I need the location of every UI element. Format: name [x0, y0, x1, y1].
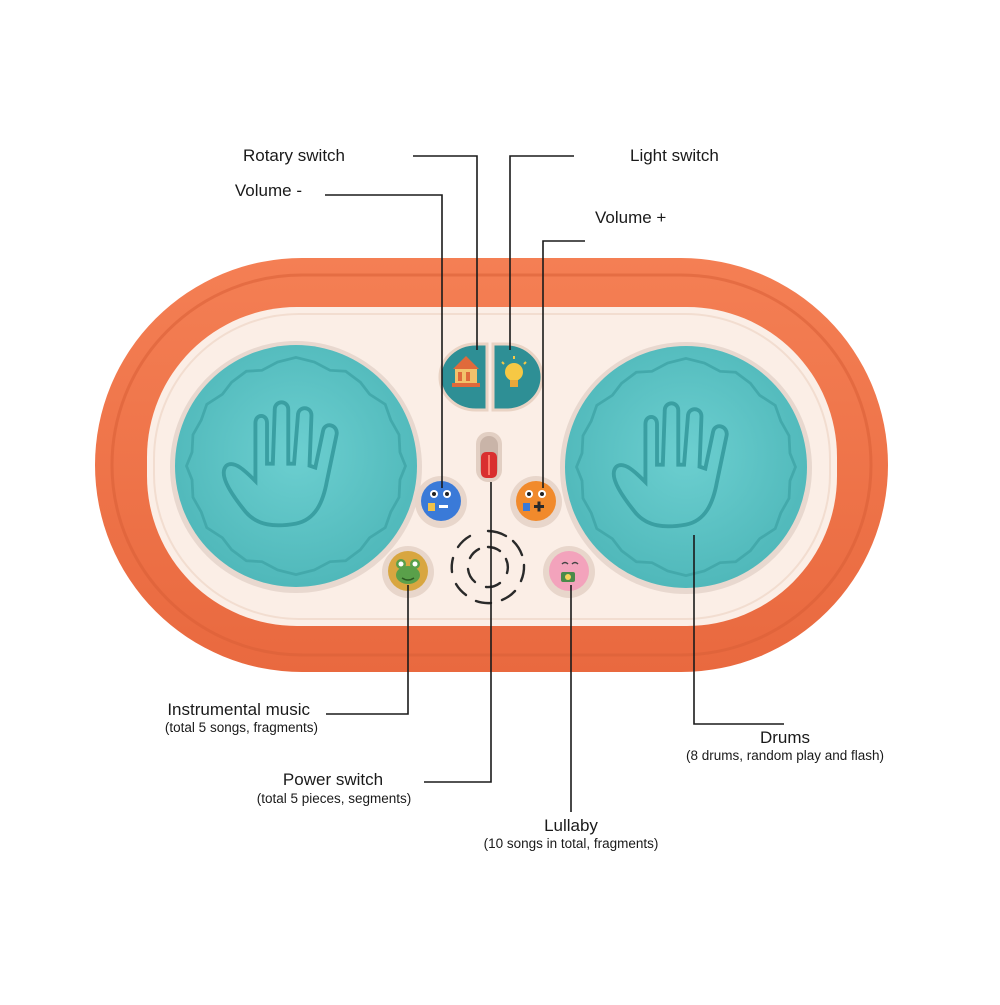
leader-lines: [325, 155, 784, 812]
leader-volume-minus: [325, 194, 443, 488]
frog-icon: [396, 559, 420, 584]
label-rotary-switch: Rotary switch: [242, 146, 345, 165]
leader-light-switch: [509, 155, 574, 350]
label-instrumental-music: Instrumental music: [167, 700, 310, 719]
volume-up-face-icon: [523, 490, 546, 512]
label-power-switch-detail: (total 5 pieces, segments): [256, 791, 412, 806]
volume-down-face-icon: [428, 490, 451, 511]
volume-plus-button[interactable]: [510, 476, 562, 528]
label-volume-plus: Volume +: [595, 208, 667, 227]
leader-drums: [693, 535, 784, 725]
label-light-switch: Light switch: [630, 146, 719, 165]
light-switch[interactable]: [491, 342, 544, 412]
carousel-icon: [452, 356, 480, 387]
lullaby-button[interactable]: [543, 546, 595, 598]
label-instrumental-music-detail: (total 5 songs, fragments): [164, 720, 318, 735]
speaker-grille-icon: [450, 529, 526, 605]
label-volume-minus: Volume -: [234, 181, 302, 200]
label-lullaby: Lullaby: [544, 816, 598, 835]
rotary-switch[interactable]: [438, 342, 489, 412]
leader-power-switch: [424, 482, 492, 783]
leader-instrumental-music: [326, 585, 409, 715]
leader-rotary-switch: [413, 155, 478, 350]
right-drum-pad[interactable]: [560, 342, 812, 594]
instrumental-music-button[interactable]: [382, 546, 434, 598]
left-drum-pad[interactable]: [170, 341, 422, 593]
label-lullaby-detail: (10 songs in total, fragments): [483, 836, 659, 851]
volume-minus-button[interactable]: [415, 476, 467, 528]
baby-face-icon: [561, 561, 579, 582]
leader-volume-plus: [542, 240, 585, 488]
label-drums-detail: (8 drums, random play and flash): [685, 748, 885, 763]
power-switch[interactable]: [476, 432, 502, 482]
label-drums: Drums: [759, 728, 811, 747]
lightbulb-icon: [501, 356, 527, 387]
label-power-switch: Power switch: [282, 770, 384, 789]
